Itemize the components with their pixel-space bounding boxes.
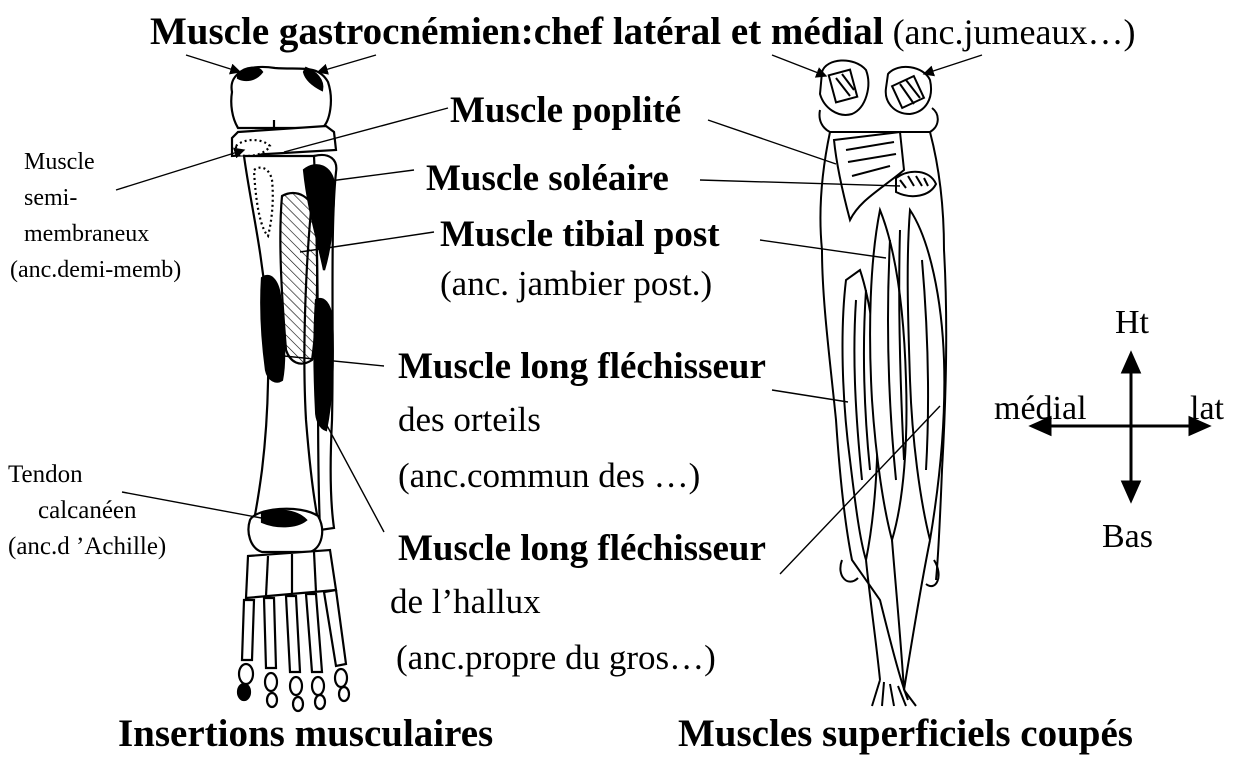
arrow-gastroc-left-1 — [186, 55, 240, 72]
label-flechisseur-orteils-line2: des orteils — [398, 402, 541, 437]
leader-flechisseur-orteils-right — [772, 390, 848, 402]
label-semimembraneux-line3: membraneux — [24, 222, 149, 246]
metatarsals — [242, 590, 346, 672]
arrow-gastroc-right-1 — [772, 55, 826, 76]
orientation-compass — [1032, 354, 1208, 500]
tibialis-posterior-area — [280, 193, 317, 364]
title-bold: Muscle gastrocnémien:chef latéral et méd… — [150, 10, 884, 53]
compass-arrow-up — [1123, 354, 1139, 372]
caption-left: Insertions musculaires — [118, 714, 493, 753]
compass-label-left: médial — [994, 392, 1087, 426]
leader-poplite-right — [708, 120, 836, 164]
leader-semimembraneux — [116, 150, 244, 190]
label-tendon-line1: Tendon — [8, 462, 83, 487]
left-leg-bones — [231, 67, 349, 711]
arrow-gastroc-right-2 — [924, 55, 982, 74]
label-flechisseur-hallux-line3: (anc.propre du gros…) — [396, 640, 716, 675]
label-tibial-sub: (anc. jambier post.) — [440, 266, 712, 301]
leader-tendon — [122, 492, 272, 520]
label-semimembraneux-line4: (anc.demi-memb) — [10, 258, 181, 282]
compass-label-right: lat — [1190, 392, 1224, 426]
label-semimembraneux-line1: Muscle — [24, 150, 95, 174]
label-tendon-line2: calcanéen — [38, 498, 137, 523]
arrow-gastroc-left-2 — [318, 55, 376, 72]
caption-right: Muscles superficiels coupés — [678, 714, 1133, 753]
tendons — [866, 540, 930, 706]
title-gastrocnemien: Muscle gastrocnémien:chef latéral et méd… — [150, 12, 1135, 51]
label-tendon-line3: (anc.d ’Achille) — [8, 534, 166, 559]
label-flechisseur-hallux-title: Muscle long fléchisseur — [398, 530, 766, 567]
compass-label-down: Bas — [1102, 520, 1153, 554]
label-soleaire: Muscle soléaire — [426, 160, 669, 197]
flexor-hallucis-insertion — [315, 299, 333, 430]
label-flechisseur-orteils-title: Muscle long fléchisseur — [398, 348, 766, 385]
label-poplite: Muscle poplité — [450, 92, 681, 129]
label-tibial-post: Muscle tibial post — [440, 216, 720, 253]
compass-label-up: Ht — [1115, 306, 1149, 340]
flexor-hallucis-longus-belly — [908, 210, 945, 540]
label-flechisseur-hallux-line2: de l’hallux — [390, 584, 541, 619]
title-normal: (anc.jumeaux…) — [884, 12, 1136, 52]
label-flechisseur-orteils-line3: (anc.commun des …) — [398, 458, 700, 493]
right-leg-muscles — [819, 60, 946, 706]
label-semimembraneux-line2: semi- — [24, 186, 77, 210]
compass-arrow-down — [1123, 482, 1139, 500]
